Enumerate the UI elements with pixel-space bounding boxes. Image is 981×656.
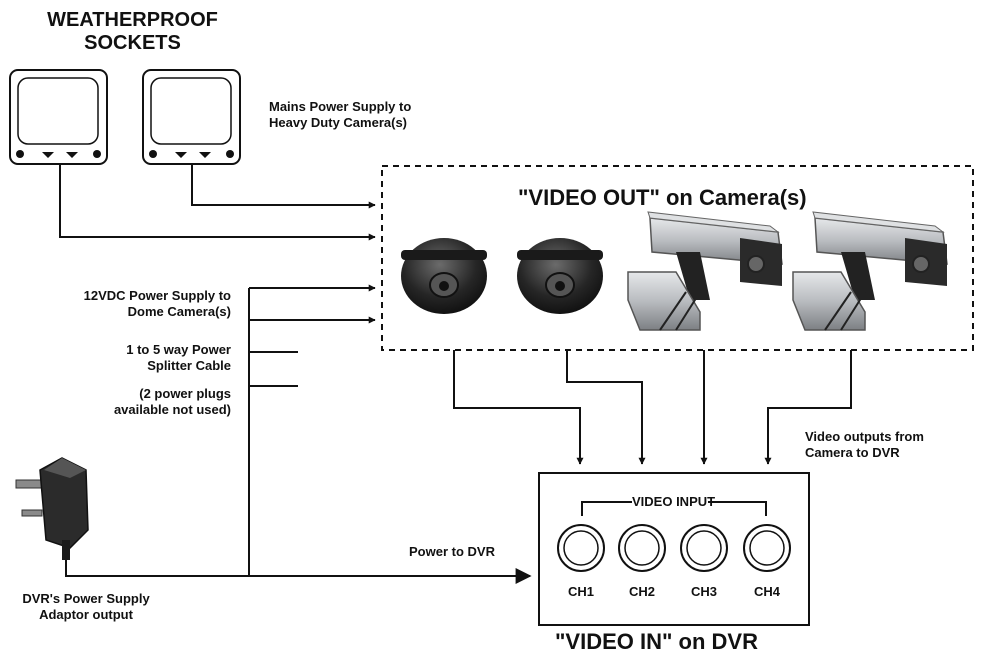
dvr-power-cable (65, 560, 532, 584)
video-outputs-label: Video outputs from Camera to DVR (805, 429, 924, 461)
video-input-label: VIDEO INPUT (632, 494, 716, 511)
weatherproof-title: WEATHERPROOF SOCKETS (47, 9, 218, 54)
video-in-title: "VIDEO IN" on DVR (555, 629, 758, 654)
dc-power-splitter-cables (248, 284, 376, 576)
video-out-title: "VIDEO OUT" on Camera(s) (518, 185, 807, 210)
weatherproof-socket-2 (142, 69, 241, 165)
ch1-label: CH1 (567, 584, 594, 599)
adaptor-label: DVR's Power Supply Adaptor output (22, 591, 150, 623)
bullet-camera-icon (627, 211, 783, 331)
dc-power-label: 12VDC Power Supply to Dome Camera(s) (83, 288, 231, 320)
weatherproof-socket-1 (9, 69, 108, 165)
ch4-label: CH4 (753, 584, 780, 599)
splitter-label: 1 to 5 way Power Splitter Cable (126, 342, 231, 374)
ch2-label: CH2 (628, 584, 655, 599)
dome-camera-icon (401, 238, 487, 314)
power-adaptor-icon (15, 457, 89, 560)
ch3-label: CH3 (690, 584, 717, 599)
camera-group-box (381, 165, 974, 351)
bullet-camera-icon (792, 211, 948, 331)
mains-power-cables (59, 164, 376, 241)
unused-plugs-label: (2 power plugs available not used) (113, 386, 231, 418)
power-to-dvr-label: Power to DVR (409, 544, 495, 559)
mains-power-label: Mains Power Supply to Heavy Duty Camera(… (269, 99, 412, 131)
video-output-cables (453, 350, 852, 465)
dome-camera-icon (517, 238, 603, 314)
dvr-video-input-ports (557, 524, 791, 572)
